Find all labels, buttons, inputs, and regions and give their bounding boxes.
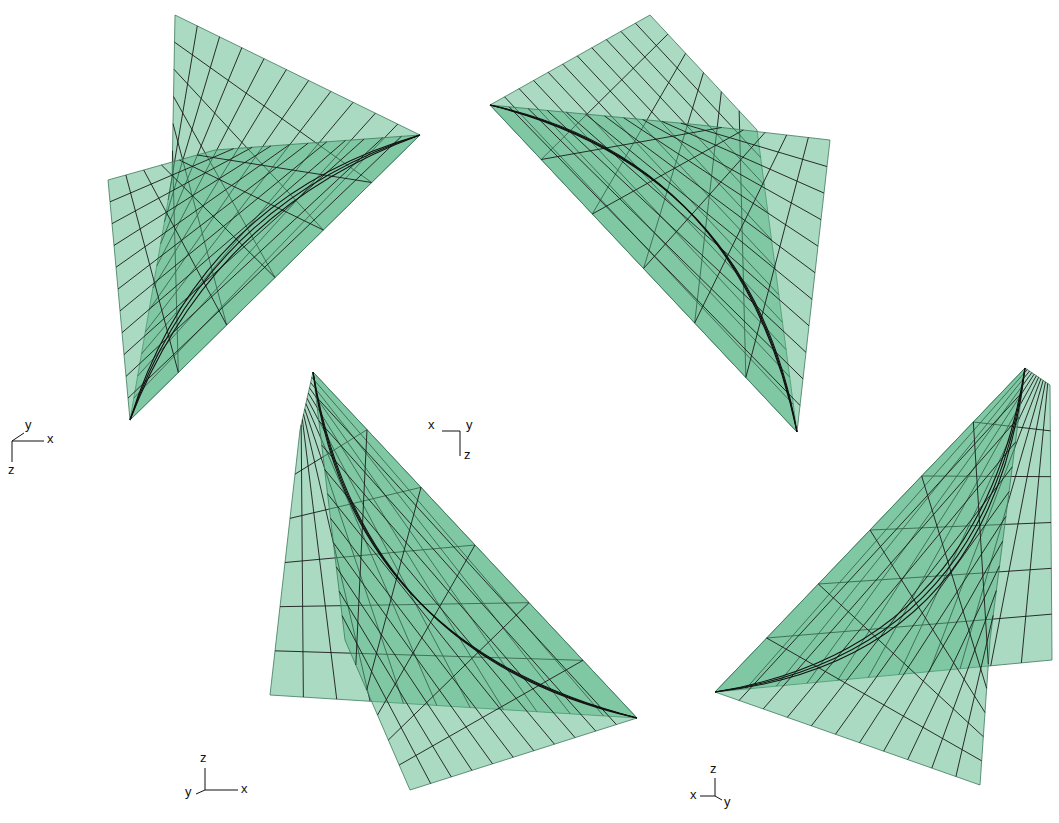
ruling-line <box>356 430 367 665</box>
axis-label: z <box>464 448 471 462</box>
axis-label: x <box>241 782 248 796</box>
ruling-line <box>547 110 806 352</box>
axis-label: x <box>428 418 435 432</box>
axis-line <box>205 768 206 790</box>
ruling-line <box>541 128 722 160</box>
axis-line <box>205 790 238 791</box>
boundary-curve <box>313 372 637 718</box>
axis-label: z <box>8 463 15 477</box>
axis-label: y <box>25 418 32 432</box>
ruling-line <box>818 584 983 737</box>
axis-label: x <box>47 432 54 446</box>
surface-view <box>108 15 420 420</box>
ruling-line <box>528 109 803 379</box>
ruling-line <box>120 142 327 311</box>
ruling-line <box>767 638 982 761</box>
ruling-line <box>973 422 988 664</box>
axis-line <box>196 790 205 794</box>
ruling-line <box>118 143 308 289</box>
ruling-line <box>126 138 383 377</box>
boundary-curve <box>715 368 1025 692</box>
ruling-line <box>330 518 513 757</box>
ruling-line <box>333 543 492 764</box>
axis-line <box>715 796 722 800</box>
surface-sheet <box>313 372 637 790</box>
ruling-line <box>126 175 178 373</box>
axis-label: y <box>185 785 192 799</box>
axis-line <box>12 441 13 462</box>
boundary-curve <box>490 105 797 432</box>
surface-sheet <box>490 105 830 432</box>
ruled-surfaces <box>108 15 1052 790</box>
axis-label: z <box>200 751 207 765</box>
axis-line <box>12 441 44 442</box>
ruling-line <box>592 130 743 214</box>
boundary-curve <box>490 105 797 432</box>
axis-line <box>460 431 461 456</box>
ruling-line <box>644 133 766 269</box>
ruling-line <box>388 603 529 740</box>
surface-view <box>270 372 637 790</box>
ruling-line <box>162 165 276 278</box>
axis-line <box>442 431 460 432</box>
boundary-curve <box>130 135 420 420</box>
ruling-line <box>746 138 809 378</box>
boundary-curve <box>313 372 637 718</box>
surface-view <box>715 368 1052 785</box>
boundary-curve <box>130 135 420 420</box>
ruling-line <box>328 494 534 751</box>
boundary-curve <box>715 368 1025 692</box>
ruling-line <box>325 469 555 744</box>
ruling-line <box>128 136 401 398</box>
boundary-curve <box>313 372 637 718</box>
ruling-line <box>367 487 421 690</box>
axis-label: y <box>724 795 731 809</box>
axis-triads <box>12 431 722 800</box>
ruling-line <box>835 492 1009 735</box>
boundary-curve <box>715 368 1025 692</box>
axis-label: z <box>710 762 717 776</box>
ruling-line <box>509 107 800 406</box>
surface-view <box>490 15 830 432</box>
ruling-line <box>860 516 1006 742</box>
surface-sheet <box>715 368 1025 785</box>
axis-label: x <box>690 788 697 802</box>
boundary-curve <box>130 135 420 420</box>
axis-line <box>700 796 715 797</box>
axis-line <box>12 433 24 441</box>
axis-line <box>715 778 716 796</box>
boundary-curve <box>490 105 797 432</box>
ruling-line <box>605 116 815 273</box>
ruling-line <box>399 660 583 765</box>
surface-sheet <box>108 135 420 420</box>
axis-label: y <box>466 418 473 432</box>
ruling-line <box>585 114 812 299</box>
ruling-line <box>316 396 616 724</box>
ruling-line <box>695 135 787 323</box>
